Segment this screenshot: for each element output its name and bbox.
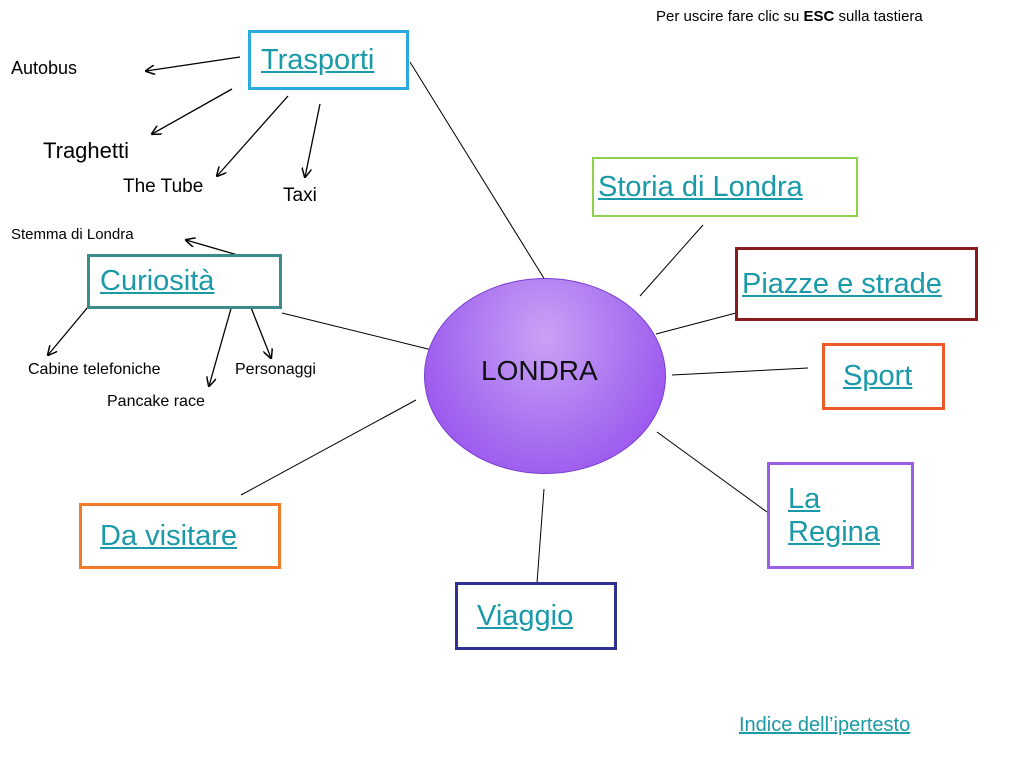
arrow-tube	[217, 95, 289, 176]
regina-link-line1[interactable]: La	[788, 483, 821, 516]
node-viaggio[interactable]: Viaggio	[455, 582, 617, 650]
line-piazze	[655, 312, 737, 335]
line-sport	[671, 367, 809, 376]
node-piazze[interactable]: Piazze e strade	[735, 247, 978, 321]
esc-key: ESC	[803, 8, 835, 25]
arrow-cabine	[48, 306, 89, 355]
node-sport[interactable]: Sport	[822, 343, 945, 410]
item-cabine: Cabine telefoniche	[28, 361, 161, 378]
arrow-stemma	[186, 240, 242, 257]
regina-link-line2[interactable]: Regina	[788, 515, 880, 548]
item-autobus: Autobus	[11, 58, 78, 78]
item-pancake: Pancake race	[107, 393, 205, 410]
item-taxi: Taxi	[283, 185, 317, 206]
node-curiosita[interactable]: Curiosità	[87, 254, 282, 309]
arrow-taxi	[305, 103, 321, 177]
item-personaggi: Personaggi	[235, 361, 316, 378]
arrow-personaggi	[249, 304, 271, 358]
item-traghetti: Traghetti	[43, 138, 130, 163]
node-regina[interactable]: La Regina	[767, 462, 914, 569]
line-visitare	[240, 399, 417, 496]
arrow-pancake	[209, 304, 233, 386]
trasporti-link[interactable]: Trasporti	[261, 43, 375, 76]
node-trasporti[interactable]: Trasporti	[248, 30, 409, 90]
esc-suffix: sulla tastiera	[834, 8, 923, 25]
arrow-autobus	[146, 56, 241, 71]
index-link[interactable]: Indice dell’ipertesto	[739, 714, 911, 736]
visitare-link[interactable]: Da visitare	[100, 519, 237, 552]
viaggio-link[interactable]: Viaggio	[477, 599, 574, 632]
curiosita-link[interactable]: Curiosità	[100, 265, 215, 298]
node-visitare[interactable]: Da visitare	[79, 503, 281, 569]
arrow-traghetti	[152, 88, 233, 134]
line-curiosita	[281, 312, 433, 351]
item-tube: The Tube	[123, 176, 204, 197]
sport-link[interactable]: Sport	[843, 360, 913, 393]
esc-instruction: Per uscire fare clic su ESC sulla tastie…	[656, 8, 923, 25]
line-trasporti	[409, 61, 546, 281]
line-regina	[656, 431, 768, 513]
node-storia[interactable]: Storia di Londra	[592, 157, 858, 217]
piazze-link[interactable]: Piazze e strade	[742, 267, 942, 300]
item-stemma: Stemma di Londra	[11, 226, 134, 243]
center-label: LONDRA	[481, 355, 598, 386]
esc-prefix: Per uscire fare clic su	[656, 8, 804, 25]
line-storia	[639, 224, 704, 297]
storia-link[interactable]: Storia di Londra	[598, 170, 803, 203]
center-node-londra: LONDRA	[424, 278, 666, 474]
line-viaggio	[536, 488, 545, 584]
